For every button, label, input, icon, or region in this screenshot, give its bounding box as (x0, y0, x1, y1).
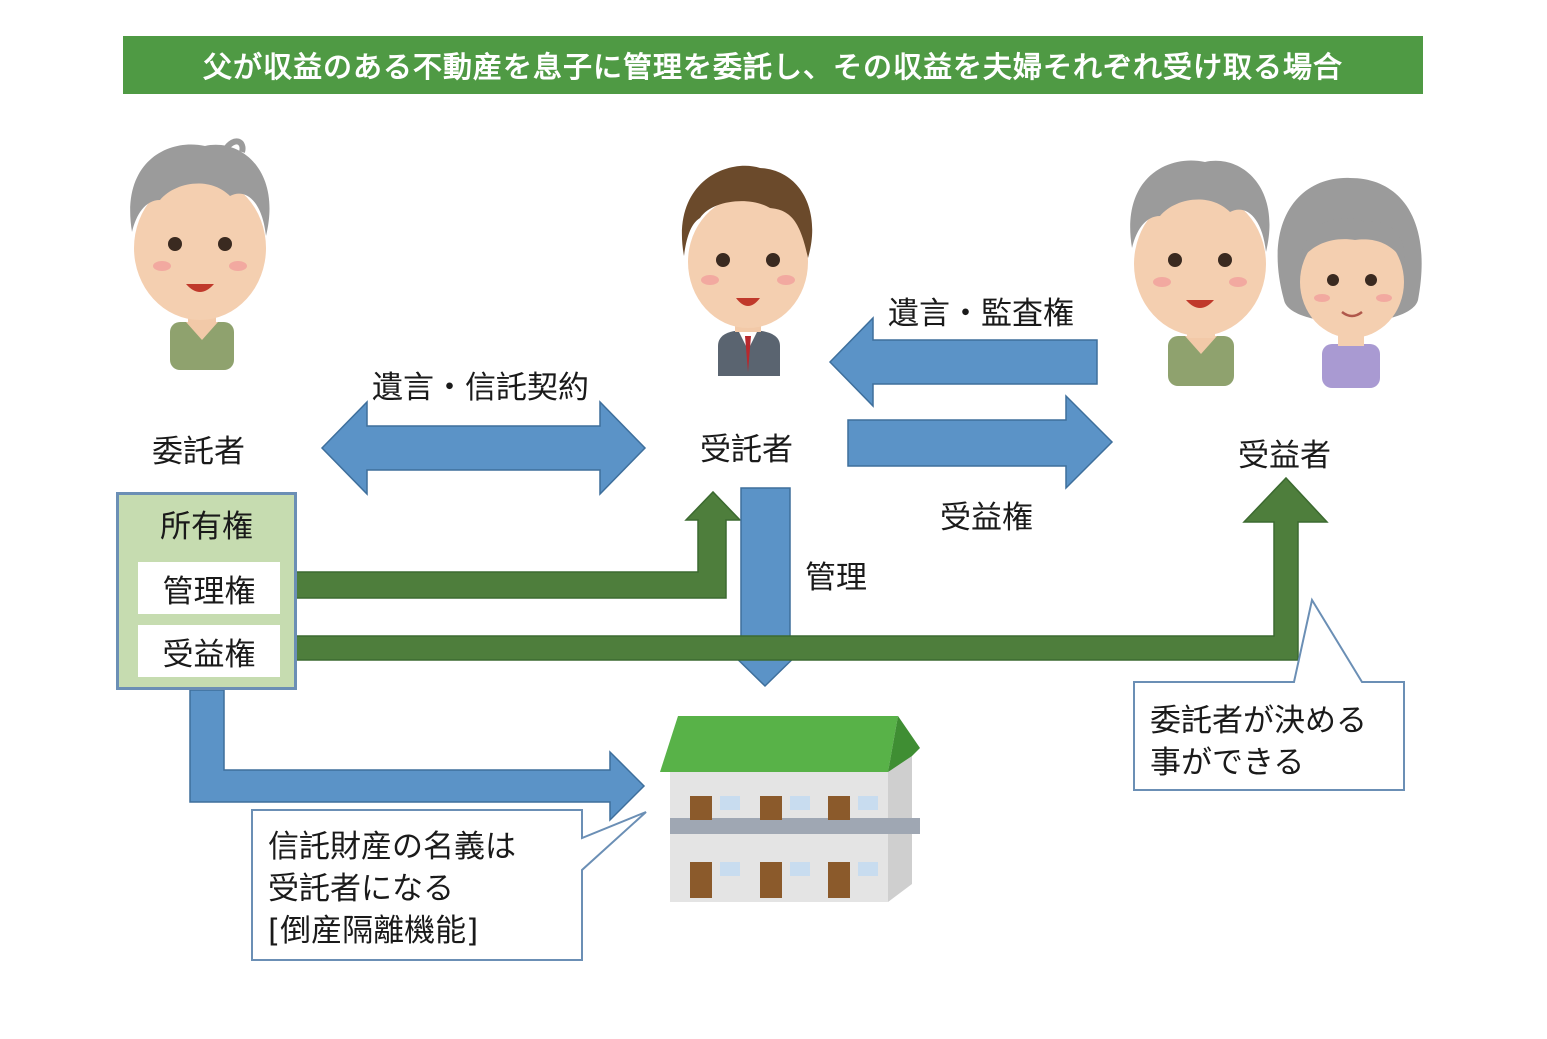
arrow-beneficial-to-beneficiary (281, 476, 1329, 661)
trustee-label: 受託者 (700, 432, 793, 468)
property-callout-line-2: 受託者になる (268, 871, 454, 907)
callout-bubble-property (251, 809, 647, 961)
title-bar: 父が収益のある不動産を息子に管理を委託し、その収益を夫婦それぞれ受け取る場合 (123, 36, 1423, 94)
settlor-illustration (130, 138, 270, 370)
beneficiary-callout-line-1: 委託者が決める (1150, 703, 1367, 739)
page-title: 父が収益のある不動産を息子に管理を委託し、その収益を夫婦それぞれ受け取る場合 (202, 50, 1343, 84)
beneficiary-callout-line-2: 事ができる (1150, 745, 1305, 781)
callout-bubble-beneficiary (1133, 597, 1405, 791)
property-building-illustration (660, 716, 920, 902)
arrow-management-right (281, 490, 742, 599)
trustee-illustration (681, 165, 813, 376)
settlor-label: 委託者 (152, 434, 245, 470)
beneficiary-label: 受益者 (1238, 438, 1331, 474)
arrow-label-management: 管理 (805, 560, 867, 596)
beneficial-right-item: 受益権 (138, 625, 280, 677)
beneficiary-husband-illustration (1130, 160, 1270, 386)
management-right-item: 管理権 (138, 562, 280, 614)
double-arrow-contract (320, 400, 647, 496)
arrow-audit-right (828, 316, 1098, 408)
arrow-label-will-trust-contract: 遺言・信託契約 (372, 370, 589, 406)
arrow-label-beneficial-right: 受益権 (940, 500, 1033, 536)
ownership-title: 所有権 (160, 509, 253, 545)
arrow-label-will-audit-right: 遺言・監査権 (888, 296, 1074, 332)
property-callout-line-3: [倒産隔離機能] (268, 913, 479, 949)
ownership-rights-box: 所有権 管理権 受益権 (116, 492, 297, 690)
property-callout-text: 信託財産の名義は 受託者になる [倒産隔離機能] (268, 826, 516, 952)
property-callout-line-1: 信託財産の名義は (268, 829, 516, 865)
beneficiary-callout-text: 委託者が決める 事ができる (1150, 700, 1367, 784)
arrow-ownership-to-property (189, 689, 646, 822)
arrow-beneficial-right (847, 394, 1114, 490)
beneficiary-wife-illustration (1277, 177, 1422, 388)
